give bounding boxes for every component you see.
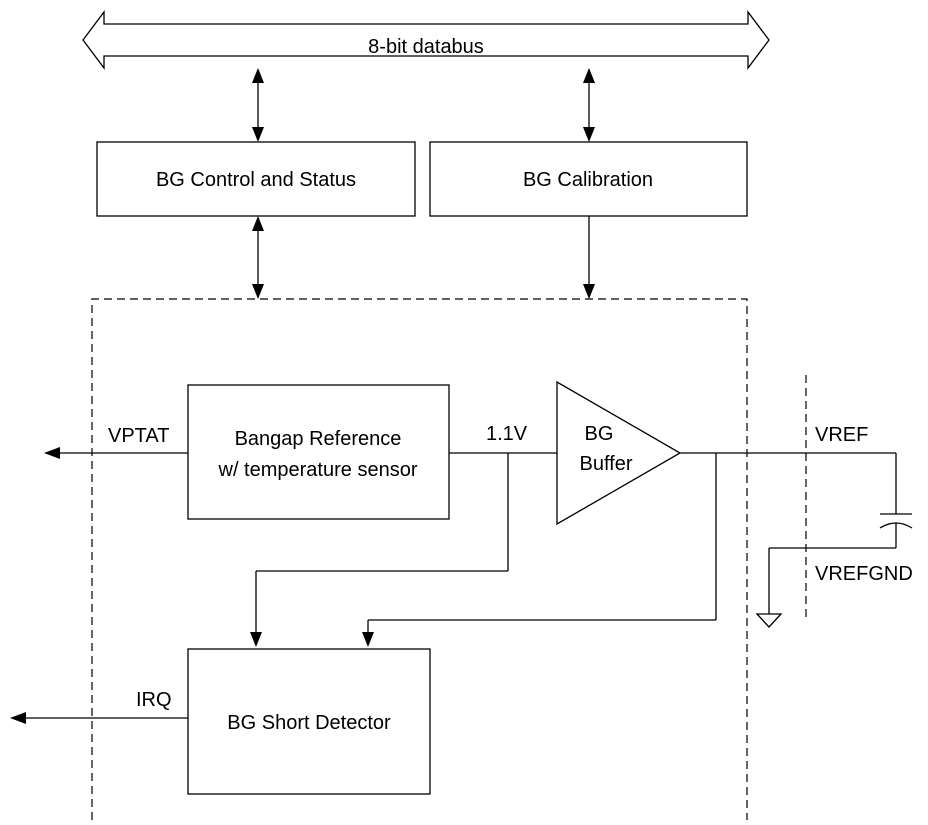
vref-label: VREF	[815, 424, 868, 446]
databus-arrow	[82, 10, 770, 70]
vptat-label: VPTAT	[108, 425, 169, 447]
arrowhead-down	[583, 284, 595, 299]
bandgap-reference-label-line1: Bangap Reference	[235, 428, 402, 450]
arrowhead-down	[362, 632, 374, 647]
arrowhead-left	[44, 447, 60, 459]
vrefgnd-label: VREFGND	[815, 563, 913, 585]
arrowhead-down	[252, 284, 264, 299]
arrowhead-left	[10, 712, 26, 724]
irq-label: IRQ	[136, 689, 172, 711]
arrowhead-up	[252, 68, 264, 83]
v11-label: 1.1V	[486, 423, 528, 445]
bg-control-status-block	[96, 141, 416, 217]
bg-buffer-amplifier	[556, 380, 682, 526]
ground-icon	[755, 613, 783, 628]
analog-section-boundary	[91, 298, 748, 820]
bandgap-reference-label-line2: w/ temperature sensor	[218, 459, 418, 481]
databus-label: 8-bit databus	[368, 36, 484, 58]
bg-buffer-label-line1: BG	[585, 423, 614, 445]
bg-short-detector-block	[187, 648, 431, 795]
bg-control-status-label: BG Control and Status	[156, 169, 356, 191]
arrowhead-up	[583, 68, 595, 83]
arrowhead-down	[252, 127, 264, 142]
bandgap-reference-block	[187, 384, 450, 520]
bg-buffer-label-line2: Buffer	[580, 453, 633, 475]
arrowhead-up	[252, 216, 264, 231]
bg-calibration-block	[429, 141, 748, 217]
bg-calibration-label: BG Calibration	[523, 169, 653, 191]
bg-short-detector-label: BG Short Detector	[227, 712, 391, 734]
arrowhead-down	[250, 632, 262, 647]
arrowhead-down	[583, 127, 595, 142]
